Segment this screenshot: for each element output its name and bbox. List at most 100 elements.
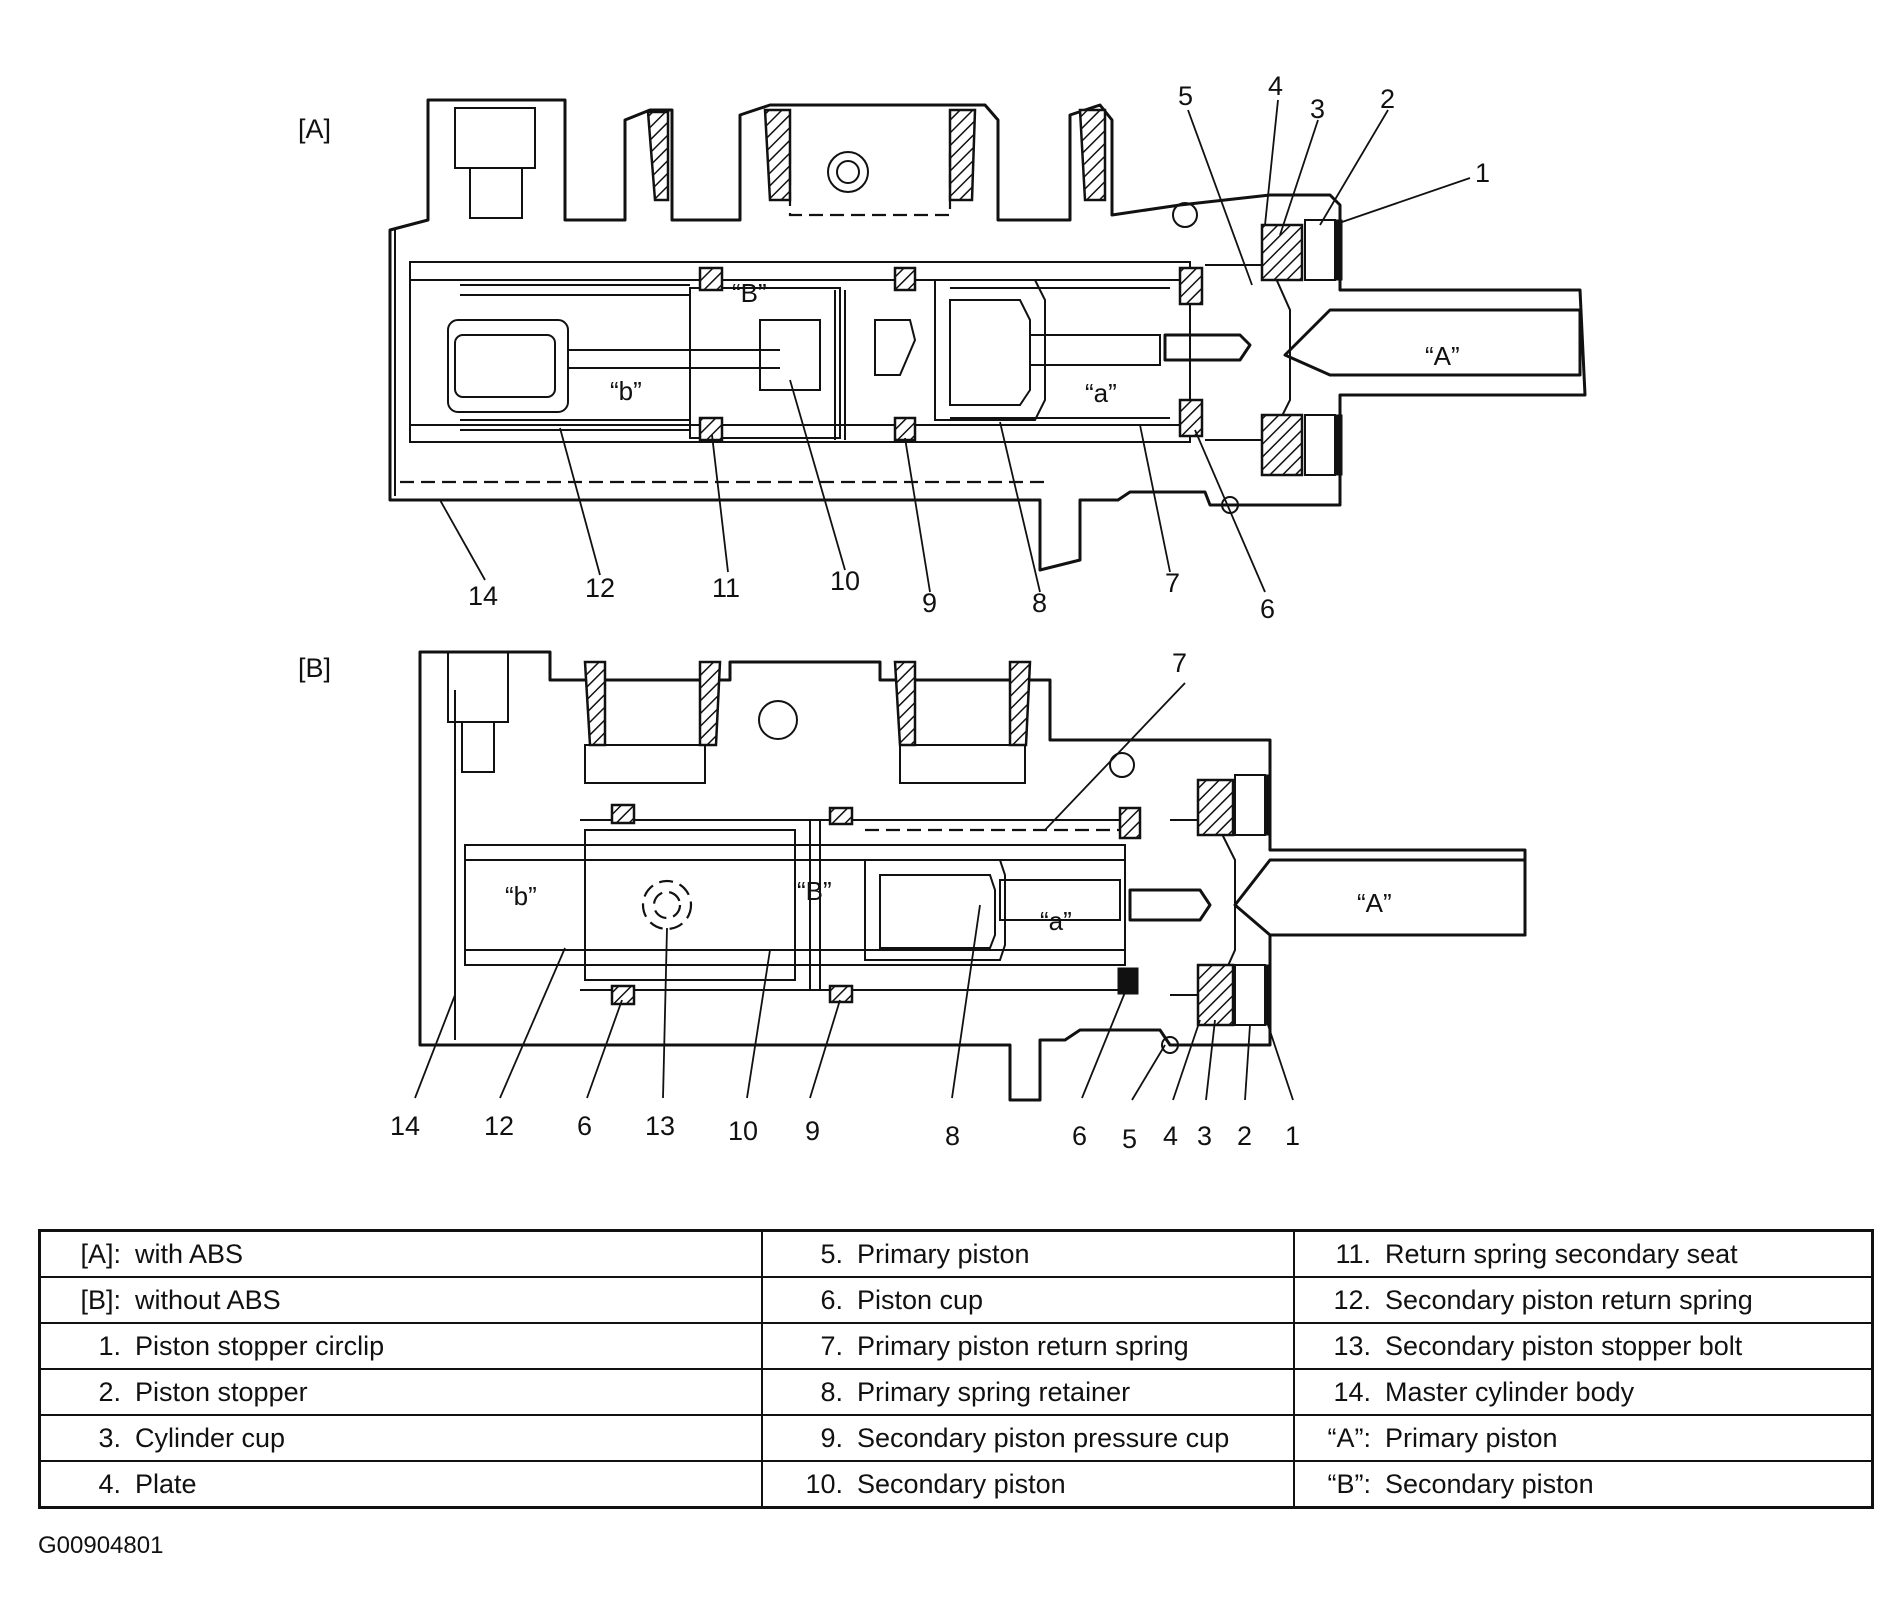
legend-cell: 1.Piston stopper circlip bbox=[38, 1322, 763, 1370]
view-b-callout-5: 5 bbox=[1122, 1124, 1137, 1154]
view-a-callout-6: 6 bbox=[1260, 594, 1275, 624]
view-a-master-cylinder-body bbox=[388, 98, 1587, 572]
view-a-piston-stopper-bottom bbox=[1304, 414, 1336, 476]
view-a-reservoir-dash bbox=[788, 150, 952, 217]
view-a-cylinder-cup-3-top bbox=[1260, 223, 1304, 282]
legend-cell: 9.Secondary piston pressure cup bbox=[761, 1414, 1295, 1462]
view-a-circlip-bottom bbox=[1335, 414, 1343, 476]
legend-key: 14. bbox=[1333, 1376, 1371, 1407]
legend-cell: 5. Primary piston bbox=[761, 1229, 1295, 1278]
view-a-piston-cup-6-top bbox=[1178, 266, 1204, 306]
view-b-primary-spring-retainer bbox=[864, 859, 1006, 961]
view-a-valve-nose bbox=[874, 319, 917, 376]
legend-key: 4. bbox=[98, 1468, 121, 1499]
view-b-callout-8: 8 bbox=[945, 1121, 960, 1151]
legend-description: Cylinder cup bbox=[135, 1422, 286, 1453]
view-b-callout-1: 1 bbox=[1285, 1121, 1300, 1151]
view-b-ball bbox=[1109, 752, 1135, 778]
legend-cell: 12.Secondary piston return spring bbox=[1293, 1276, 1874, 1324]
view-a-ball bbox=[1172, 202, 1198, 228]
view-a-spring-seat bbox=[759, 319, 821, 391]
view-a-callout-9: 9 bbox=[922, 588, 937, 618]
view-a-callout-3: 3 bbox=[1310, 94, 1325, 124]
view-a-callout-8: 8 bbox=[1032, 588, 1047, 618]
legend-key: 2. bbox=[98, 1376, 121, 1407]
legend-cell: [A]: with ABS bbox=[38, 1229, 763, 1278]
view-a-primary-piston-body bbox=[1205, 264, 1291, 441]
view-b-circlip-bottom bbox=[1264, 964, 1272, 1026]
legend-key: 11. bbox=[1335, 1238, 1371, 1269]
legend-description: Piston stopper circlip bbox=[135, 1330, 385, 1361]
view-b-port-seal-3 bbox=[893, 660, 917, 747]
legend-cell: “A”:Primary piston bbox=[1293, 1414, 1874, 1462]
legend-description: Plate bbox=[135, 1468, 197, 1499]
view-b-circlip-top bbox=[1264, 774, 1272, 836]
legend-description: without ABS bbox=[135, 1284, 281, 1315]
legend-description: with ABS bbox=[135, 1238, 244, 1269]
view-a-cylinder-bore bbox=[409, 261, 1191, 443]
parts-legend-table: [A]: with ABS 5. Primary piston 11. Return sp… bbox=[38, 1229, 1874, 1509]
legend-key: 8. bbox=[820, 1376, 843, 1407]
view-a-secondary-piston bbox=[689, 287, 841, 439]
view-b-without-abs: [B] bbox=[298, 648, 1527, 1154]
view-b-callout-4: 4 bbox=[1163, 1121, 1178, 1151]
view-b-oring bbox=[1161, 1036, 1179, 1054]
view-b-callout-9: 9 bbox=[805, 1116, 820, 1146]
view-b-callout-13: 13 bbox=[645, 1111, 675, 1141]
view-b-callout-14: 14 bbox=[390, 1111, 420, 1141]
view-a-cup-11-top bbox=[698, 266, 724, 292]
view-a-pushrod-tip bbox=[1163, 333, 1252, 362]
legend-key: 12. bbox=[1333, 1284, 1371, 1315]
view-b-label-quote-A: “A” bbox=[1357, 888, 1392, 918]
legend-description: Return spring secondary seat bbox=[1385, 1238, 1738, 1269]
legend-row: [A]: with ABS 5. Primary piston 11. Return sp… bbox=[38, 1229, 1874, 1278]
view-a-callout-1: 1 bbox=[1475, 158, 1490, 188]
view-a-mount-hole bbox=[827, 151, 869, 193]
view-a-callout-2: 2 bbox=[1380, 84, 1395, 114]
view-a-primary-piston-a bbox=[1283, 308, 1582, 377]
view-b-callout-6-left: 6 bbox=[577, 1111, 592, 1141]
legend-key: 7. bbox=[820, 1330, 843, 1361]
view-a-piston-stopper-top bbox=[1304, 219, 1336, 281]
master-cylinder-diagram: [A] bbox=[298, 71, 1587, 1154]
legend-key: 5. bbox=[820, 1238, 843, 1269]
legend-key: [A]: bbox=[80, 1238, 121, 1269]
view-b-port-seal-1 bbox=[583, 660, 607, 747]
view-b-cup-9-bottom bbox=[828, 984, 854, 1004]
view-b-sensor-fitting bbox=[447, 651, 509, 723]
view-b-port-seal-2 bbox=[698, 660, 722, 747]
view-a-callout-4: 4 bbox=[1268, 71, 1283, 101]
legend-description: Secondary piston bbox=[1385, 1468, 1594, 1499]
view-b-mount-hole bbox=[758, 700, 798, 740]
view-a-circlip-top bbox=[1335, 219, 1343, 281]
legend-cell: 4. Plate bbox=[38, 1460, 763, 1509]
view-a-callout-14: 14 bbox=[468, 581, 498, 611]
view-a-port-seal-right bbox=[948, 108, 977, 202]
view-b-cup-6-left-top bbox=[610, 803, 636, 825]
view-b-cylinder-cup-3-bottom bbox=[1196, 963, 1235, 1027]
view-a-tag: [A] bbox=[298, 114, 331, 144]
view-b-piston-cup-6-right bbox=[1117, 967, 1139, 995]
view-a-label-quote-A: “A” bbox=[1425, 341, 1460, 371]
legend-key: 6. bbox=[820, 1284, 843, 1315]
legend-key: “A”: bbox=[1327, 1422, 1372, 1453]
legend-description: Piston stopper bbox=[135, 1376, 308, 1407]
view-a-cup-9-top bbox=[893, 266, 917, 292]
legend-key: 10. bbox=[805, 1468, 843, 1499]
view-b-label-quote-a: “a” bbox=[1040, 906, 1072, 936]
view-a-port-seal-left bbox=[646, 110, 670, 202]
view-b-callout-12: 12 bbox=[484, 1111, 514, 1141]
view-a-callout-11: 11 bbox=[712, 573, 740, 603]
view-b-stopper-bolt-13 bbox=[641, 879, 693, 931]
view-b-piston-stopper-top bbox=[1234, 774, 1266, 836]
legend-cell: [B]:without ABS bbox=[38, 1276, 763, 1324]
view-a-cup-9-bottom bbox=[893, 416, 917, 442]
legend-key: 9. bbox=[820, 1422, 843, 1453]
legend-key: 13. bbox=[1333, 1330, 1371, 1361]
legend-description: Primary piston bbox=[857, 1238, 1030, 1269]
view-b-secondary-piston bbox=[584, 829, 796, 981]
view-a-callout-7: 7 bbox=[1165, 568, 1180, 598]
